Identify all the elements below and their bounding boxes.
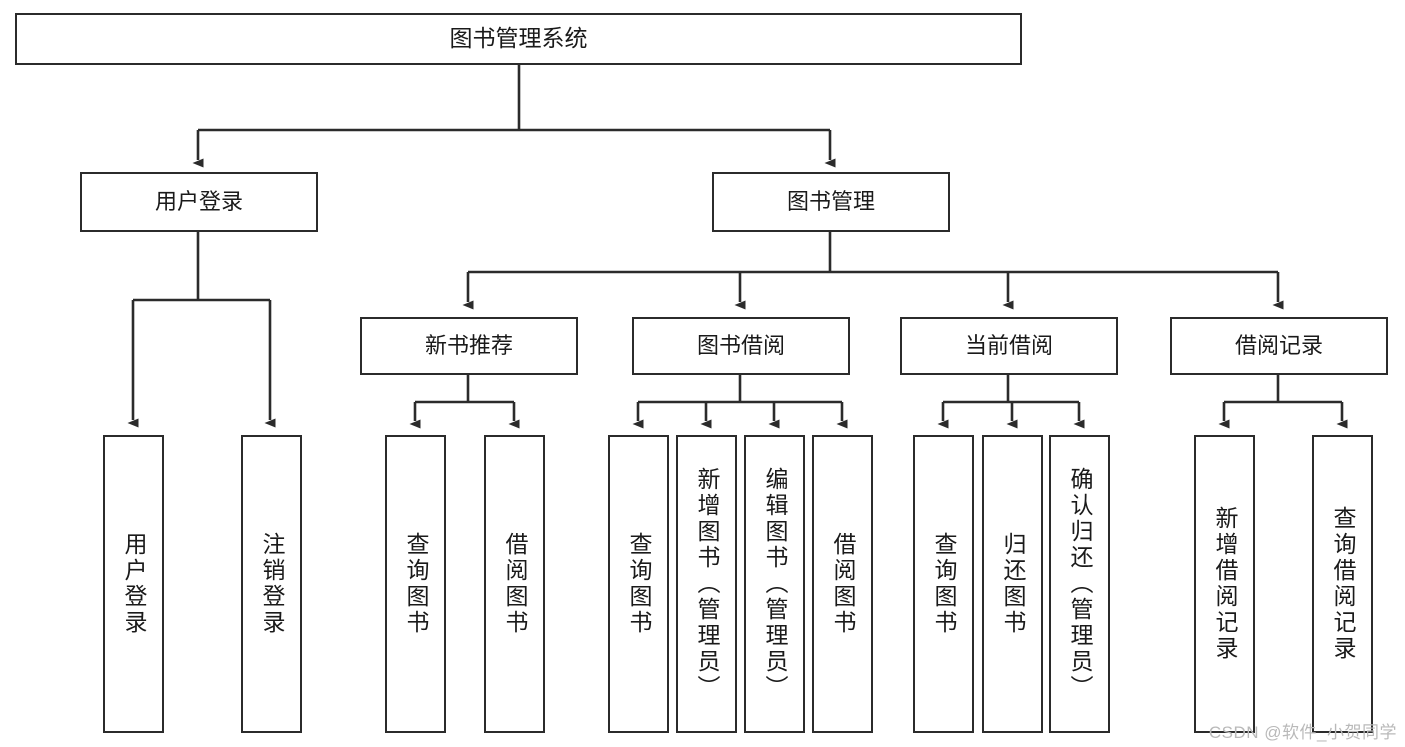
node-label: 借阅记录 bbox=[1234, 333, 1323, 359]
node-label: 编辑图书（管理员） bbox=[762, 467, 788, 701]
node-label: 归还图书 bbox=[1000, 532, 1026, 636]
node-label: 用户登录 bbox=[121, 532, 147, 636]
leaf-borrow-record-query-record[interactable]: 查询借阅记录 bbox=[1312, 435, 1373, 733]
node-new-book-recommend[interactable]: 新书推荐 bbox=[360, 317, 578, 375]
leaf-new-book-query-book[interactable]: 查询图书 bbox=[385, 435, 446, 733]
node-label: 查询图书 bbox=[403, 532, 429, 636]
leaf-book-borrow-query-book[interactable]: 查询图书 bbox=[608, 435, 669, 733]
node-label: 图书管理 bbox=[786, 189, 875, 215]
node-book-management[interactable]: 图书管理 bbox=[712, 172, 950, 232]
node-label: 注销登录 bbox=[259, 532, 285, 636]
leaf-book-borrow-edit-book-admin[interactable]: 编辑图书（管理员） bbox=[744, 435, 805, 733]
node-label: 当前借阅 bbox=[964, 333, 1053, 359]
node-label: 借阅图书 bbox=[830, 532, 856, 636]
node-current-borrow[interactable]: 当前借阅 bbox=[900, 317, 1118, 375]
leaf-user-login-logout[interactable]: 注销登录 bbox=[241, 435, 302, 733]
node-borrow-record[interactable]: 借阅记录 bbox=[1170, 317, 1388, 375]
node-label: 新书推荐 bbox=[424, 333, 513, 359]
node-label: 新增图书（管理员） bbox=[694, 467, 720, 701]
node-label: 新增借阅记录 bbox=[1212, 506, 1238, 662]
node-user-login[interactable]: 用户登录 bbox=[80, 172, 318, 232]
node-label: 查询图书 bbox=[931, 532, 957, 636]
leaf-user-login-login[interactable]: 用户登录 bbox=[103, 435, 164, 733]
node-root-book-management-system[interactable]: 图书管理系统 bbox=[15, 13, 1022, 65]
leaf-current-borrow-query-book[interactable]: 查询图书 bbox=[913, 435, 974, 733]
leaf-current-borrow-return-book[interactable]: 归还图书 bbox=[982, 435, 1043, 733]
node-label: 用户登录 bbox=[154, 189, 243, 215]
node-label: 确认归还（管理员） bbox=[1067, 467, 1093, 701]
node-label: 图书管理系统 bbox=[449, 25, 588, 52]
node-label: 查询图书 bbox=[626, 532, 652, 636]
node-book-borrow[interactable]: 图书借阅 bbox=[632, 317, 850, 375]
node-label: 借阅图书 bbox=[502, 532, 528, 636]
leaf-book-borrow-borrow-book[interactable]: 借阅图书 bbox=[812, 435, 873, 733]
leaf-borrow-record-add-record[interactable]: 新增借阅记录 bbox=[1194, 435, 1255, 733]
leaf-current-borrow-confirm-return-admin[interactable]: 确认归还（管理员） bbox=[1049, 435, 1110, 733]
node-label: 图书借阅 bbox=[696, 333, 785, 359]
leaf-new-book-borrow-book[interactable]: 借阅图书 bbox=[484, 435, 545, 733]
node-label: 查询借阅记录 bbox=[1330, 506, 1356, 662]
leaf-book-borrow-add-book-admin[interactable]: 新增图书（管理员） bbox=[676, 435, 737, 733]
